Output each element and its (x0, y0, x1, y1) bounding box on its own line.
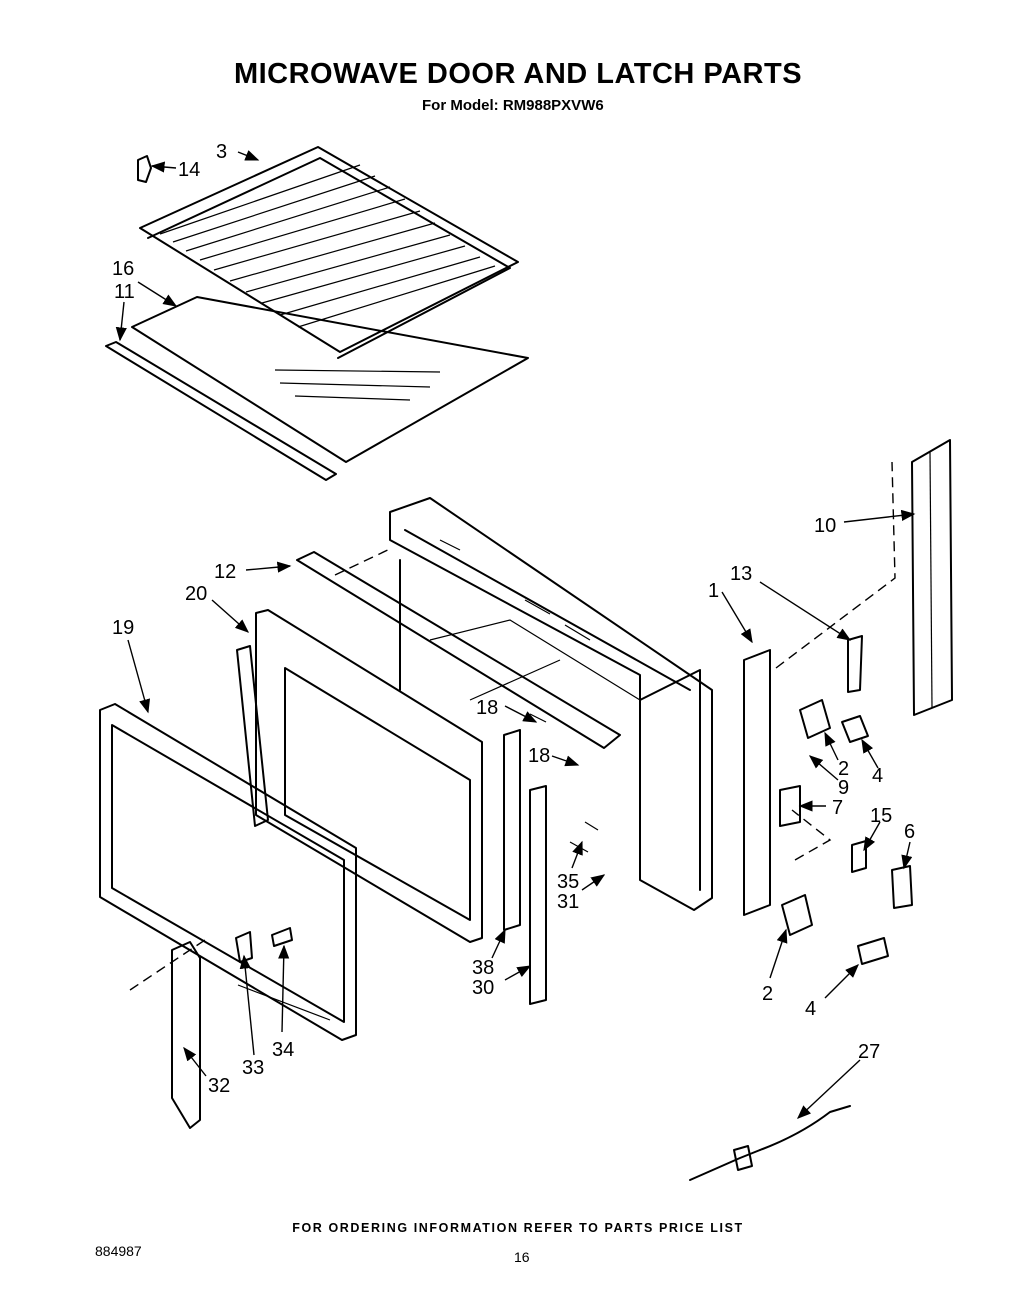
side-panel-part (911, 439, 953, 716)
model-subtitle: For Model: RM988PXVW6 (422, 97, 604, 114)
document-number: 884987 (95, 1243, 142, 1259)
callout-2-upper: 2 (838, 758, 849, 780)
callout-12: 12 (214, 561, 236, 583)
callout-15: 15 (870, 805, 892, 827)
callout-33: 33 (242, 1057, 264, 1079)
latch-rail-part (503, 713, 599, 1005)
sensor-probe-part (689, 1105, 851, 1181)
callout-32: 32 (208, 1075, 230, 1097)
callout-7: 7 (832, 797, 843, 819)
callout-19: 19 (112, 617, 134, 639)
callout-10: 10 (814, 515, 836, 537)
door-outer-frame-part (99, 703, 357, 1041)
callout-9: 9 (838, 777, 849, 799)
clip-part (137, 155, 152, 183)
callout-11: 11 (114, 281, 135, 303)
callout-16: 16 (112, 258, 134, 280)
latch-bracket-part (743, 649, 771, 916)
callout-labels: 3 14 16 11 12 20 19 10 13 1 18 18 2 4 9 … (112, 141, 915, 1097)
callout-2-lower: 2 (762, 983, 773, 1005)
callout-14: 14 (178, 159, 200, 181)
callout-35: 35 (557, 871, 579, 893)
callout-27: 27 (858, 1041, 880, 1063)
callout-6: 6 (904, 821, 915, 843)
callout-4-upper: 4 (872, 765, 883, 787)
callout-18-lower: 18 (528, 745, 550, 767)
top-trim-part (296, 551, 621, 749)
page-title: MICROWAVE DOOR AND LATCH PARTS (233, 58, 803, 90)
cabinet-frame-part (389, 497, 713, 911)
glass-tray-part (131, 296, 529, 463)
callout-13: 13 (730, 563, 752, 585)
assembly-lines (129, 461, 896, 991)
leader-lines (115, 150, 916, 1119)
callout-3: 3 (216, 141, 227, 163)
callout-34: 34 (272, 1039, 294, 1061)
door-inner-frame-part (236, 609, 483, 943)
callout-1: 1 (708, 580, 719, 602)
callout-38: 38 (472, 957, 494, 979)
page-number: 16 (514, 1249, 530, 1265)
callout-30: 30 (472, 977, 494, 999)
switch-parts (779, 635, 913, 965)
door-handle-part (171, 927, 331, 1129)
trim-strip-part (105, 341, 337, 481)
callout-31: 31 (557, 891, 579, 913)
callout-4-lower: 4 (805, 998, 816, 1020)
callout-20: 20 (185, 583, 207, 605)
callout-18-upper: 18 (476, 697, 498, 719)
ordering-note: FOR ORDERING INFORMATION REFER TO PARTS … (292, 1221, 744, 1235)
